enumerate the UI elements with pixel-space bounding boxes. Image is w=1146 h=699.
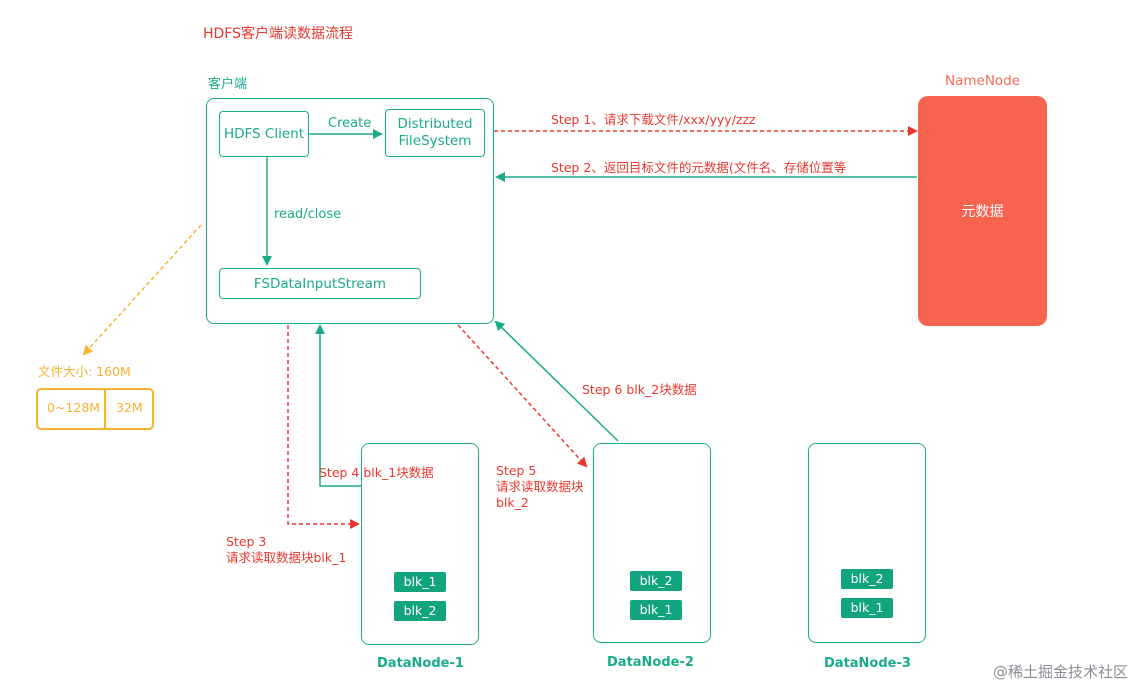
step5-label-line1: Step 5 <box>496 463 537 478</box>
page-title: HDFS客户端读数据流程 <box>203 26 354 42</box>
distributed-filesystem-box: Distributed FileSystem <box>385 109 485 157</box>
datanode-3-label: DataNode-3 <box>824 656 911 671</box>
datanode-3-block-2: blk_1 <box>841 598 893 618</box>
step5-label-line3: blk_2 <box>496 495 529 510</box>
create-label: Create <box>328 116 372 131</box>
fsdatainputstream-box: FSDataInputStream <box>219 268 421 299</box>
file-size-part2: 32M <box>116 400 143 415</box>
step6-label: Step 6 blk_2块数据 <box>582 382 697 397</box>
step3-arrow <box>287 325 360 529</box>
client-frame <box>206 98 494 324</box>
step6-arrow <box>494 320 619 442</box>
dfs-label-line2: FileSystem <box>398 133 472 149</box>
step3-label-line1: Step 3 <box>226 534 267 549</box>
datanode-1-block-1: blk_1 <box>394 572 446 592</box>
datanode-1-block-2: blk_2 <box>394 601 446 621</box>
datanode-2-label: DataNode-2 <box>607 655 694 670</box>
step4-arrow <box>315 324 361 487</box>
namenode-box: 元数据 <box>918 96 1047 326</box>
step5-label-line2: 请求读取数据块 <box>496 479 584 494</box>
step1-label: Step 1、请求下载文件/xxx/yyy/zzz <box>551 112 756 127</box>
client-label: 客户端 <box>208 77 248 92</box>
file-size-box <box>36 388 154 430</box>
step5-arrow <box>457 324 588 468</box>
step2-label: Step 2、返回目标文件的元数据(文件名、存储位置等 <box>551 160 847 175</box>
file-size-part1: 0~128M <box>47 400 101 415</box>
file-size-pointer-arrow <box>82 224 202 356</box>
datanode-1-label: DataNode-1 <box>377 656 464 671</box>
namenode-label: NameNode <box>945 73 1021 89</box>
datanode-3-block-1: blk_2 <box>841 569 893 589</box>
watermark: @稀土掘金技术社区 <box>992 663 1128 681</box>
hdfs-client-box: HDFS Client <box>219 111 309 157</box>
file-size-label: 文件大小: 160M <box>38 364 131 379</box>
datanode-2-block-2: blk_1 <box>630 600 682 620</box>
file-size-divider <box>104 388 106 430</box>
datanode-2-block-1: blk_2 <box>630 571 682 591</box>
step3-label-line2: 请求读取数据块blk_1 <box>226 550 347 565</box>
read-close-label: read/close <box>274 207 342 222</box>
step4-label: Step 4 blk_1块数据 <box>319 465 434 480</box>
dfs-label-line1: Distributed <box>397 116 473 132</box>
